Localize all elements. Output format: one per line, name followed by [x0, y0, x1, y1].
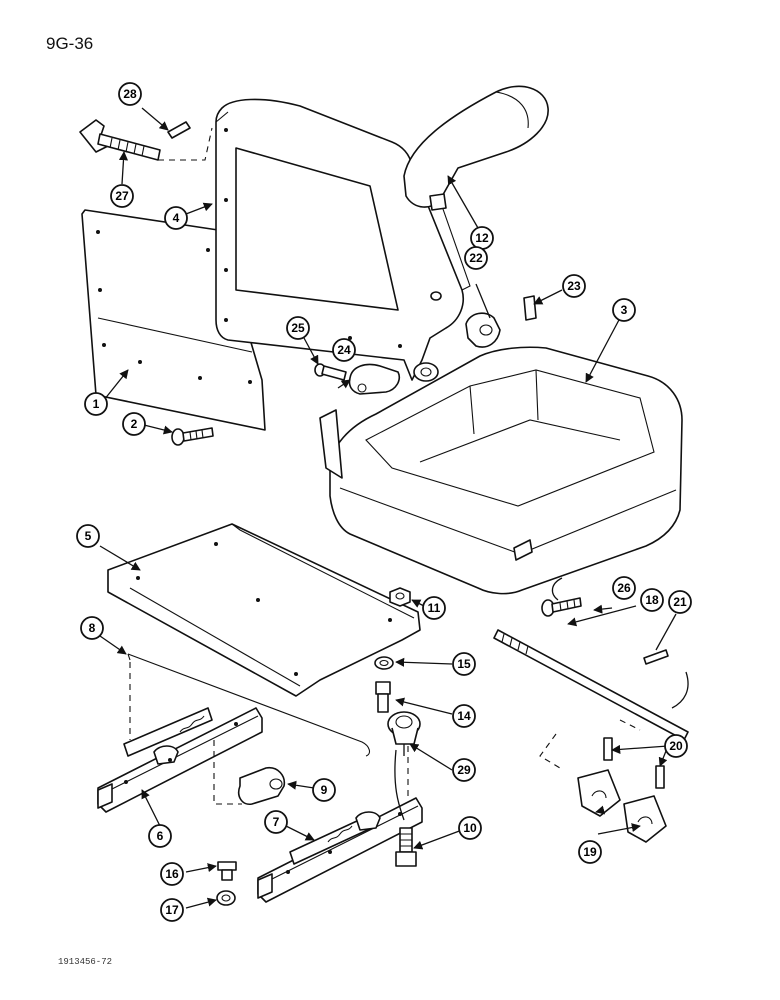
svg-text:5: 5: [85, 529, 92, 543]
callout-26: 26: [612, 576, 636, 600]
callout-8: 8: [80, 616, 104, 640]
callout-18: 18: [640, 588, 664, 612]
callout-15: 15: [452, 652, 476, 676]
adjust-rod: [493, 629, 689, 741]
callout-2: 2: [122, 412, 146, 436]
panel-screw: [171, 427, 214, 446]
figure-code: 1913456-72: [58, 957, 113, 967]
guide-blocks: [577, 769, 667, 843]
armrest: [403, 85, 549, 211]
bolt-10: [395, 827, 417, 867]
callout-7: 7: [264, 810, 288, 834]
callout-24: 24: [332, 338, 356, 362]
callout-14: 14: [452, 704, 476, 728]
roll-pin-21: [643, 649, 669, 665]
svg-text:10: 10: [463, 821, 477, 835]
svg-text:9: 9: [321, 783, 328, 797]
callout-bubbles: 1 2 3 4 5 6 7 8 9 10 11 12 14 15 16 17 1…: [76, 82, 692, 922]
cushion-screw: [541, 597, 582, 617]
seat-back: [215, 98, 471, 382]
bolt-16: [217, 861, 237, 881]
svg-text:1: 1: [93, 397, 100, 411]
svg-text:14: 14: [457, 709, 471, 723]
callout-17: 17: [160, 898, 184, 922]
nut-17: [216, 890, 236, 906]
callout-23: 23: [562, 274, 586, 298]
callout-4: 4: [164, 206, 188, 230]
callout-3: 3: [612, 298, 636, 322]
svg-text:25: 25: [291, 321, 305, 335]
washer-15: [374, 656, 394, 670]
base-plate: [107, 523, 421, 697]
callout-5: 5: [76, 524, 100, 548]
svg-text:29: 29: [457, 763, 471, 777]
svg-text:19: 19: [583, 845, 597, 859]
svg-text:16: 16: [165, 867, 179, 881]
svg-text:24: 24: [337, 343, 351, 357]
svg-text:27: 27: [115, 189, 129, 203]
callout-9: 9: [312, 778, 336, 802]
svg-text:4: 4: [173, 211, 180, 225]
pivot-bolt: [314, 363, 347, 381]
callout-12: 12: [470, 226, 494, 250]
svg-text:6: 6: [157, 829, 164, 843]
svg-text:2: 2: [131, 417, 138, 431]
svg-text:26: 26: [617, 581, 631, 595]
callout-11: 11: [422, 596, 446, 620]
page-id: 9G-36: [46, 34, 94, 53]
callout-6: 6: [148, 824, 172, 848]
svg-text:17: 17: [165, 903, 179, 917]
bolt-14: [375, 681, 391, 713]
seat-cushion: [319, 346, 683, 595]
svg-text:7: 7: [273, 815, 280, 829]
callout-10: 10: [458, 816, 482, 840]
callout-25: 25: [286, 316, 310, 340]
svg-text:8: 8: [89, 621, 96, 635]
callout-1: 1: [84, 392, 108, 416]
grommet: [387, 711, 421, 745]
svg-text:15: 15: [457, 657, 471, 671]
svg-text:12: 12: [475, 231, 489, 245]
right-slide-rail: [257, 797, 423, 903]
svg-text:3: 3: [621, 303, 628, 317]
roll-pin-23: [523, 295, 537, 321]
rail-bumper: [237, 766, 286, 806]
callout-19: 19: [578, 840, 602, 864]
pivot-bracket: [348, 363, 401, 395]
leader-lines: [99, 107, 689, 909]
nut-11: [389, 587, 411, 607]
svg-text:11: 11: [428, 601, 441, 615]
roll-pin-28: [167, 121, 191, 139]
svg-text:22: 22: [469, 251, 483, 265]
callout-28: 28: [118, 82, 142, 106]
callout-29: 29: [452, 758, 476, 782]
svg-text:20: 20: [669, 739, 683, 753]
svg-text:21: 21: [673, 595, 687, 609]
svg-text:18: 18: [645, 593, 659, 607]
adjust-knob: [79, 119, 161, 161]
release-rod: [127, 653, 371, 757]
armrest-knob: [465, 312, 501, 348]
callout-21: 21: [668, 590, 692, 614]
callout-22: 22: [464, 246, 488, 270]
roll-pins-20: [603, 737, 665, 789]
left-slide-rail: [97, 707, 263, 813]
callout-16: 16: [160, 862, 184, 886]
callout-20: 20: [664, 734, 688, 758]
svg-text:28: 28: [123, 87, 137, 101]
callout-27: 27: [110, 184, 134, 208]
svg-text:23: 23: [567, 279, 581, 293]
